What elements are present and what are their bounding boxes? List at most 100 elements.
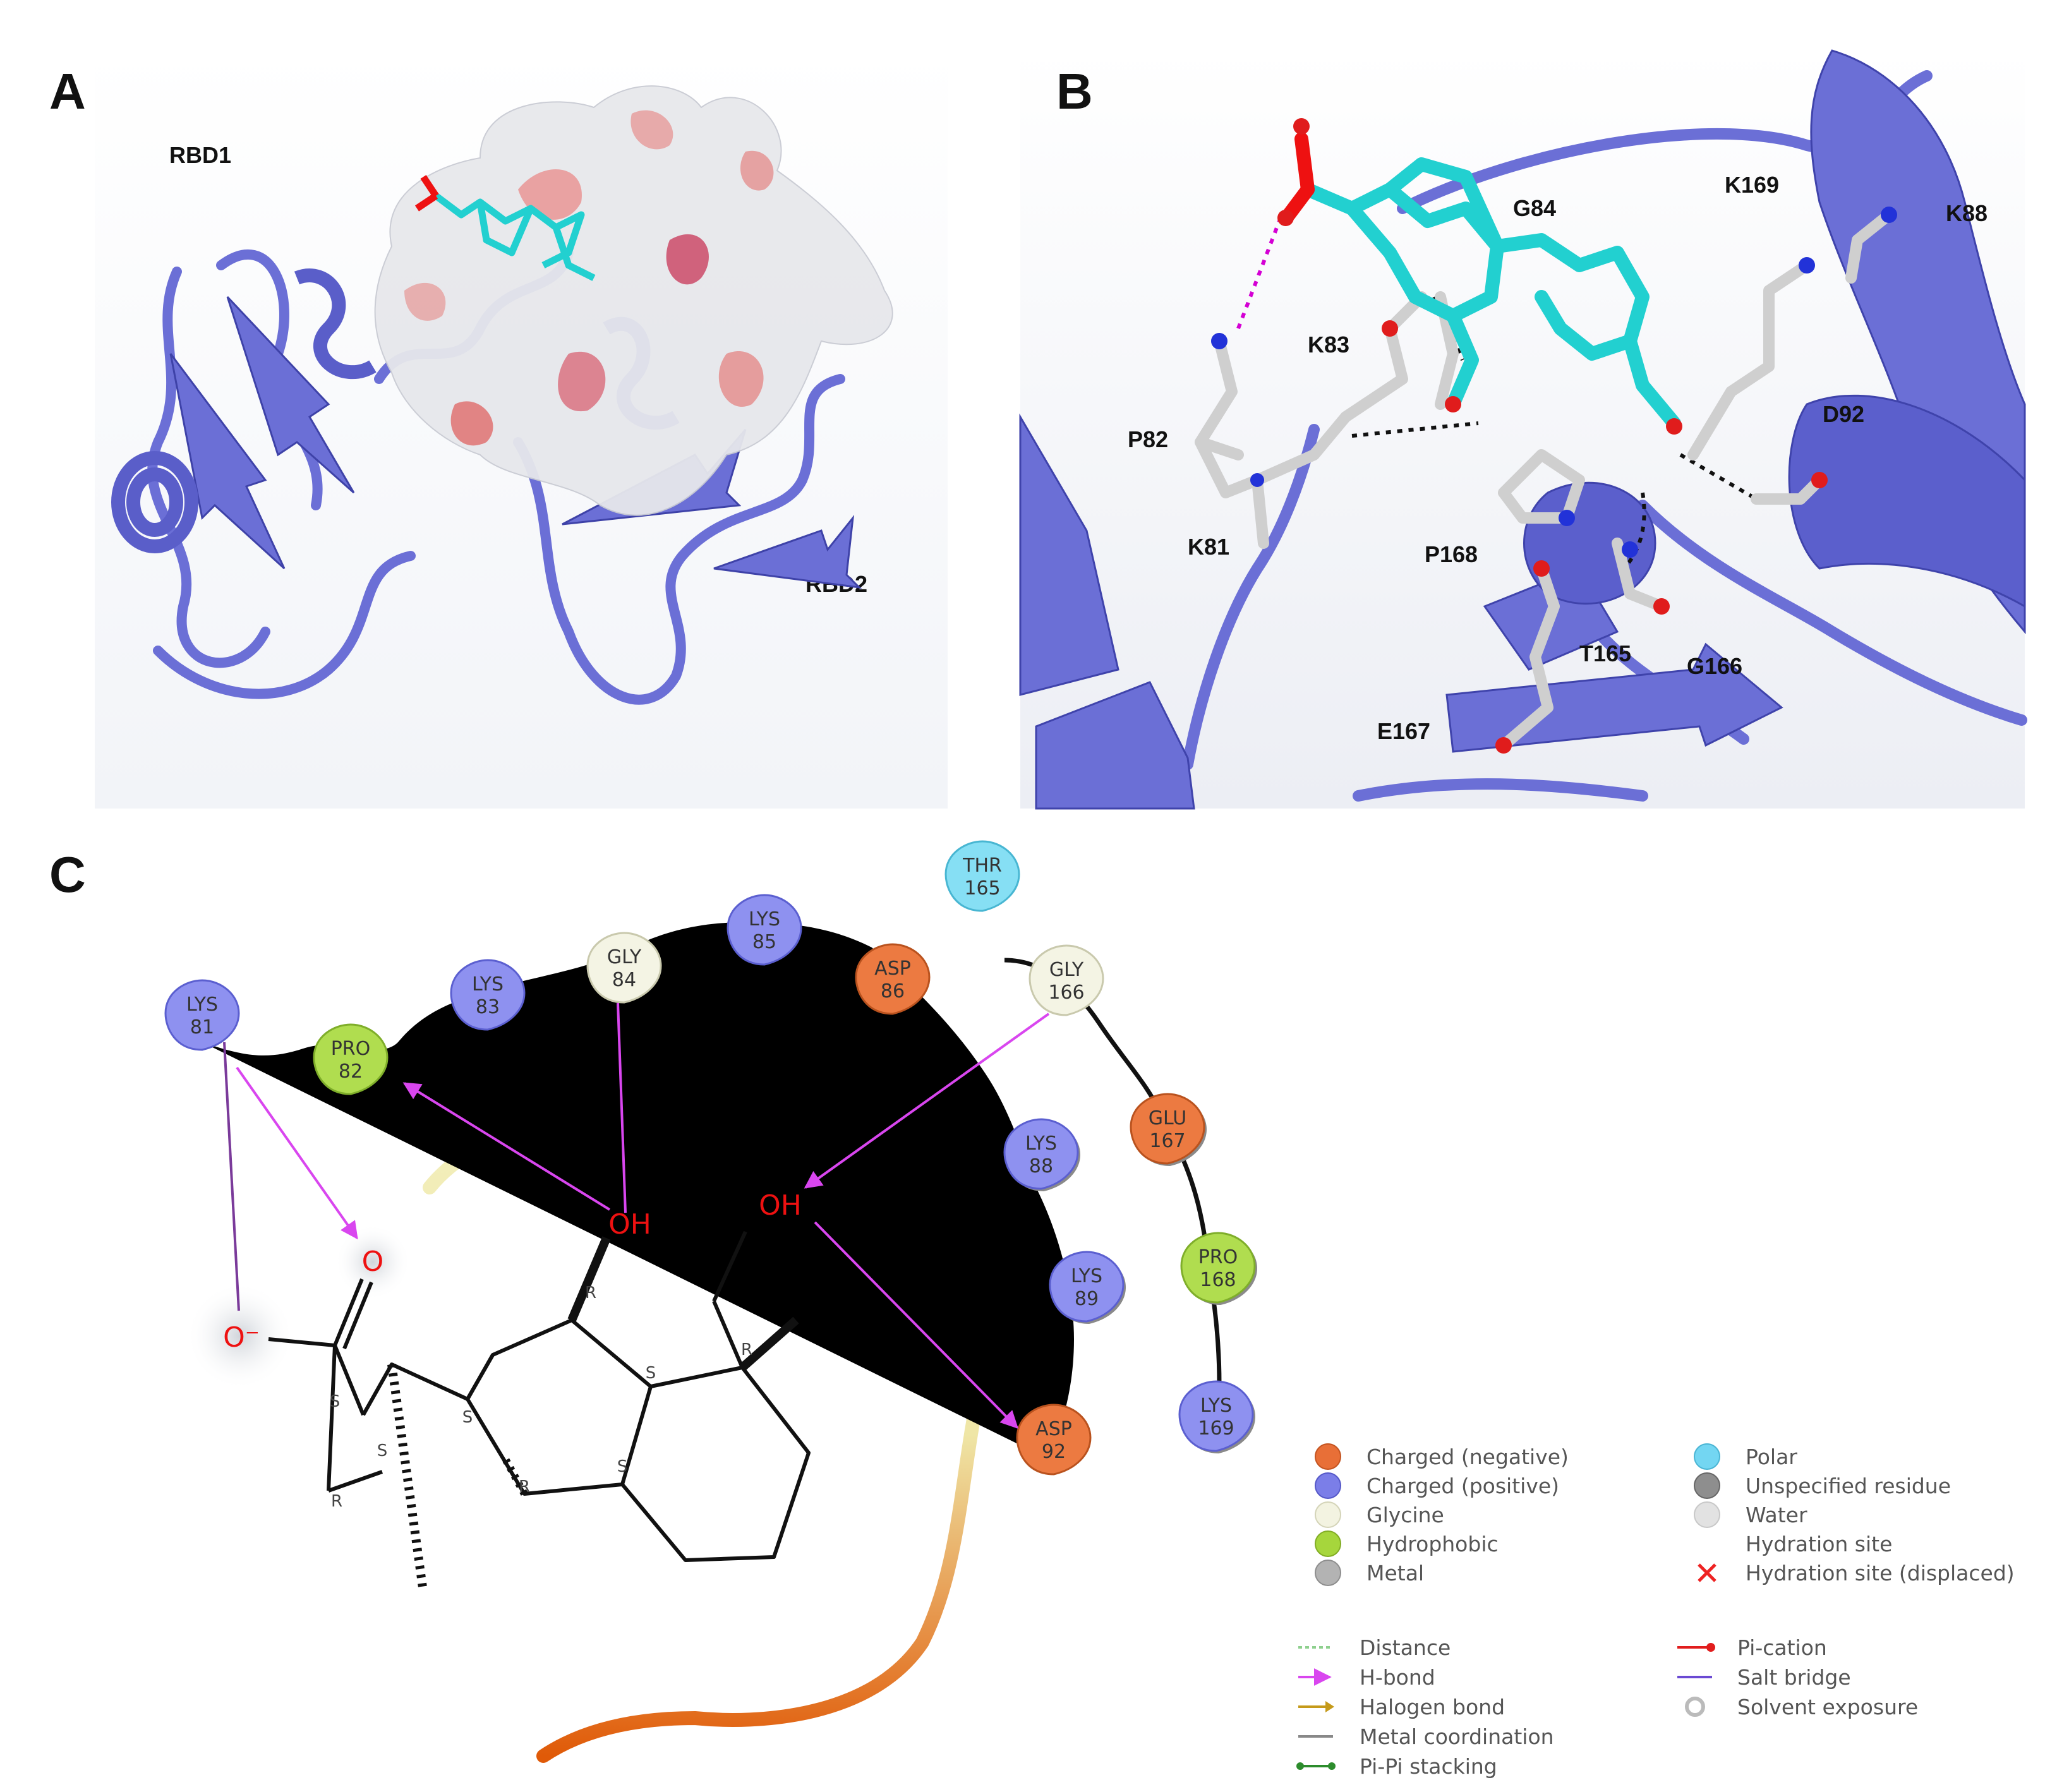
- svg-text:83: 83: [476, 996, 500, 1018]
- legend-hydration-site: Hydration site: [1746, 1532, 1892, 1556]
- legend-hydrophobic: Hydrophobic: [1366, 1532, 1499, 1556]
- label-g166: G166: [1687, 653, 1742, 679]
- svg-text:GLY: GLY: [607, 946, 642, 968]
- legend-halogen-bond: Halogen bond: [1360, 1695, 1505, 1719]
- label-k83: K83: [1308, 332, 1349, 358]
- stereo-label: S: [330, 1392, 341, 1411]
- cross-icon: [1698, 1563, 1716, 1582]
- svg-text:165: 165: [964, 877, 1000, 899]
- svg-text:GLU: GLU: [1149, 1107, 1186, 1129]
- legend-interactions: Distance H-bond Halogen bond Metal coord…: [1296, 1635, 1918, 1779]
- svg-text:85: 85: [752, 931, 776, 953]
- stereo-label: S: [462, 1408, 473, 1427]
- solvent-exposure-o1: [186, 1282, 294, 1390]
- svg-text:169: 169: [1198, 1417, 1234, 1440]
- svg-text:88: 88: [1029, 1155, 1053, 1177]
- svg-text:LYS: LYS: [1200, 1395, 1232, 1417]
- stereo-label: S: [646, 1364, 656, 1383]
- svg-text:167: 167: [1149, 1130, 1185, 1152]
- nitrogen-caps-b: [1211, 207, 1897, 558]
- legend-charged-negative: Charged (negative): [1366, 1445, 1569, 1469]
- svg-text:168: 168: [1200, 1269, 1236, 1291]
- legend: Charged (negative) Charged (positive) Gl…: [1296, 1443, 2015, 1779]
- atom-o-carbonyl: O: [362, 1246, 384, 1278]
- legend-water: Water: [1746, 1503, 1807, 1527]
- label-t165: T165: [1579, 640, 1631, 666]
- atom-oh-1: OH: [608, 1208, 651, 1241]
- svg-text:LYS: LYS: [1071, 1265, 1102, 1287]
- svg-text:ASP: ASP: [874, 958, 911, 980]
- legend-residue-types: Charged (negative) Charged (positive) Gl…: [1315, 1443, 2015, 1586]
- label-k169: K169: [1725, 172, 1779, 198]
- svg-text:LYS: LYS: [472, 973, 504, 995]
- label-k81: K81: [1188, 534, 1229, 560]
- label-k88: K88: [1946, 200, 1988, 226]
- svg-text:92: 92: [1042, 1441, 1066, 1463]
- ligand-sticks-b: [1282, 132, 1681, 430]
- svg-text:LYS: LYS: [1025, 1133, 1057, 1155]
- legend-hbond: H-bond: [1360, 1665, 1435, 1690]
- ligand-structure: [186, 1224, 811, 1592]
- legend-unspecified: Unspecified residue: [1746, 1474, 1951, 1498]
- panel-b-letter: B: [1056, 63, 1093, 119]
- stereo-label: S: [377, 1441, 388, 1460]
- stereo-label: R: [519, 1477, 530, 1496]
- backbone-path: [202, 922, 1074, 1459]
- legend-pi-pi: Pi-Pi stacking: [1360, 1754, 1497, 1779]
- solvent-exposure-o2: [335, 1224, 411, 1300]
- label-d92: D92: [1823, 401, 1864, 427]
- svg-text:PRO: PRO: [331, 1038, 371, 1060]
- ligand-sticks-a: [414, 174, 596, 281]
- svg-text:86: 86: [881, 980, 905, 1002]
- label-p168: P168: [1425, 541, 1478, 567]
- label-p82: P82: [1128, 426, 1168, 452]
- legend-metal-coordination: Metal coordination: [1360, 1724, 1554, 1749]
- label-rbd1: RBD1: [169, 142, 231, 168]
- svg-text:LYS: LYS: [749, 908, 780, 930]
- oxygen-caps-b: [1277, 118, 1828, 754]
- interactions: [223, 1002, 1050, 1429]
- stereo-label: R: [585, 1284, 596, 1302]
- svg-text:GLY: GLY: [1049, 959, 1084, 981]
- svg-text:89: 89: [1075, 1288, 1099, 1310]
- svg-text:THR: THR: [962, 855, 1002, 877]
- svg-text:ASP: ASP: [1035, 1418, 1072, 1440]
- svg-text:PRO: PRO: [1198, 1246, 1238, 1268]
- label-g84: G84: [1513, 195, 1556, 221]
- legend-distance: Distance: [1360, 1635, 1451, 1660]
- legend-pi-cation: Pi-cation: [1737, 1635, 1827, 1660]
- svg-text:82: 82: [339, 1061, 363, 1083]
- legend-salt-bridge: Salt bridge: [1737, 1665, 1851, 1690]
- legend-polar: Polar: [1746, 1445, 1797, 1469]
- legend-solvent-exposure: Solvent exposure: [1737, 1695, 1918, 1719]
- svg-text:LYS: LYS: [186, 994, 218, 1016]
- panel-c-letter: C: [49, 846, 86, 903]
- legend-metal: Metal: [1366, 1561, 1424, 1585]
- panel-a-letter: A: [49, 63, 86, 119]
- svg-text:166: 166: [1048, 982, 1084, 1004]
- legend-hydration-displaced: Hydration site (displaced): [1746, 1561, 2015, 1585]
- svg-text:84: 84: [612, 969, 636, 991]
- stereo-label: R: [741, 1340, 752, 1359]
- legend-charged-positive: Charged (positive): [1366, 1474, 1559, 1498]
- atom-o-carboxylate: O⁻: [223, 1321, 260, 1354]
- stereo-label: R: [331, 1492, 342, 1511]
- label-e167: E167: [1377, 718, 1430, 744]
- atom-oh-2: OH: [759, 1189, 802, 1222]
